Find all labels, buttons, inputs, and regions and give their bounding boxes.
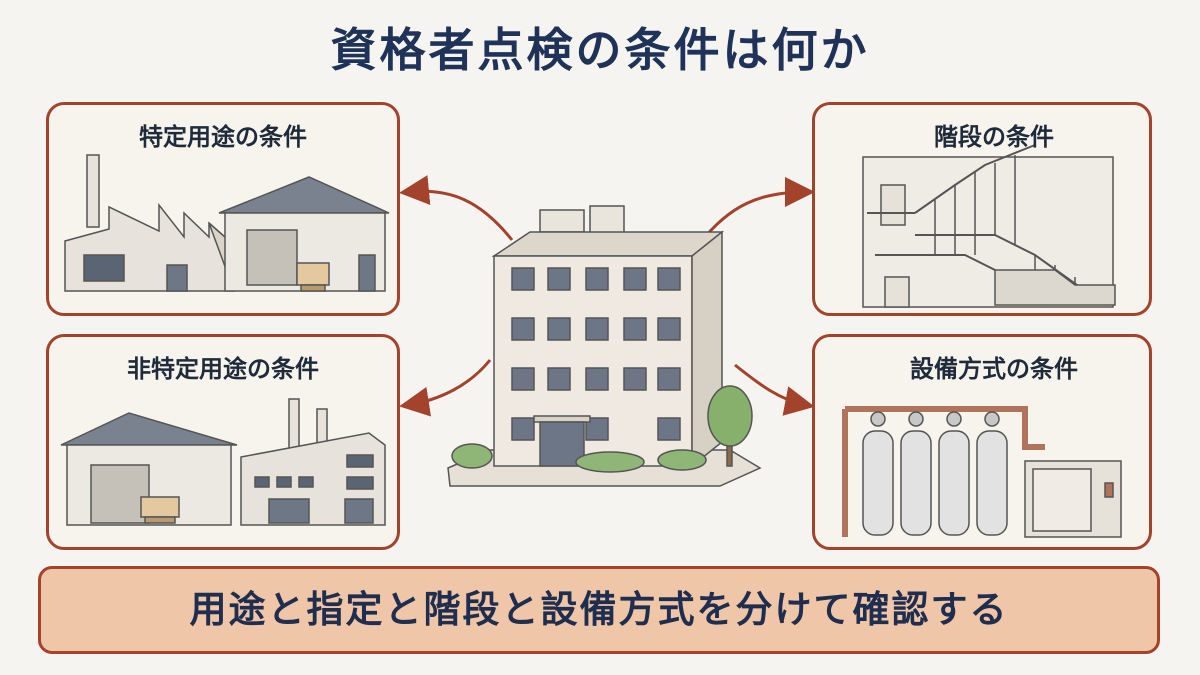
- gas-cylinder-system-illustration: [842, 406, 1122, 538]
- card-label-non-specific-use: 非特定用途の条件: [127, 355, 319, 383]
- card-non-specific-use: 非特定用途の条件: [46, 334, 400, 550]
- page-title: 資格者点検の条件は何か: [330, 23, 870, 77]
- card-equipment-system: 設備方式の条件: [812, 334, 1152, 550]
- arrow-to-bottom-left: [399, 359, 492, 417]
- card-stairs: 階段の条件: [812, 102, 1152, 316]
- summary-banner: 用途と指定と階段と設備方式を分けて確認する: [38, 566, 1160, 654]
- staircase-illustration: [862, 144, 1116, 308]
- summary-text: 用途と指定と階段と設備方式を分けて確認する: [189, 588, 1009, 631]
- arrow-to-top-left: [399, 175, 514, 241]
- card-specific-use: 特定用途の条件: [46, 102, 400, 316]
- card-label-equipment-system: 設備方式の条件: [910, 355, 1078, 383]
- office-building-illustration: [447, 205, 762, 487]
- arrow-to-bottom-right: [734, 363, 815, 416]
- factory-warehouse-illustration: [64, 154, 390, 292]
- card-label-stairs: 階段の条件: [934, 123, 1054, 151]
- warehouse-factory-illustration: [60, 398, 386, 526]
- card-label-specific-use: 特定用途の条件: [139, 123, 307, 151]
